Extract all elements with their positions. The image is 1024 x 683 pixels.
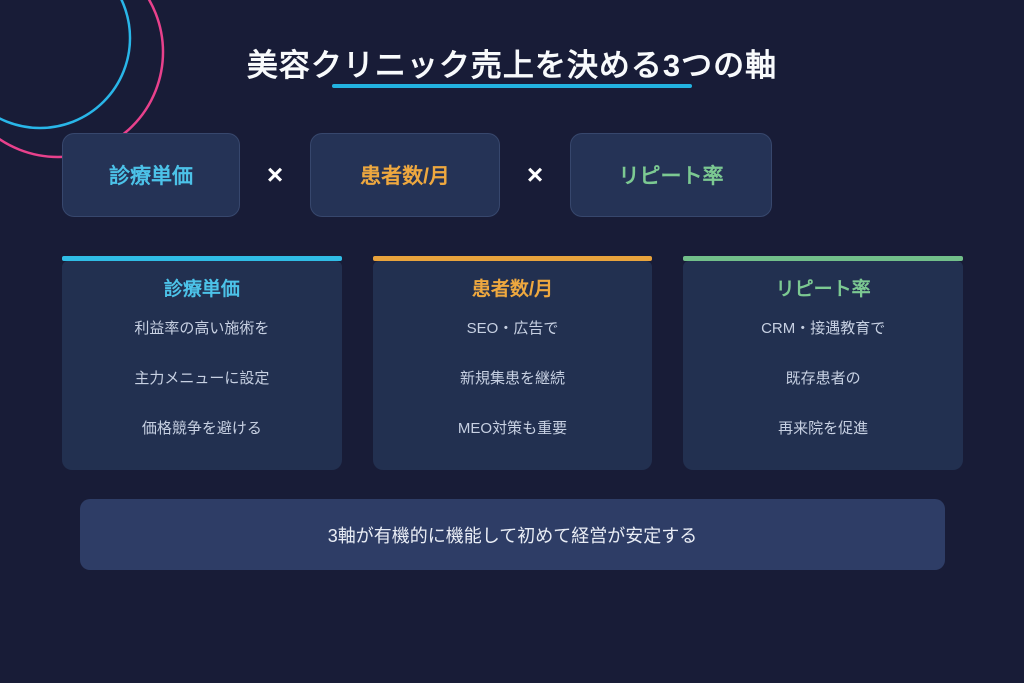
card-patients-line-2: 新規集患を継続 [460,370,566,387]
card-price-line-1: 利益率の高い施術を [134,320,270,337]
card-patients-line-1: SEO・広告で [466,320,559,337]
card-patients: 患者数/月 SEO・広告で 新規集患を継続 MEO対策も重要 [372,256,653,470]
card-repeat-accent-bar [683,256,964,261]
card-repeat: リピート率 CRM・接遇教育で 既存患者の 再来院を促進 [683,256,964,470]
card-repeat-line-3: 再来院を促進 [778,420,869,437]
card-price-title: 診療単価 [163,279,240,300]
multiply-operator-1: × [266,159,284,190]
card-patients-title: 患者数/月 [471,279,554,300]
card-price-accent-bar [62,256,342,261]
card-price: 診療単価 利益率の高い施術を 主力メニューに設定 価格競争を避ける [62,256,342,470]
card-patients-accent-bar [372,256,653,261]
card-patients-body: 患者数/月 SEO・広告で 新規集患を継続 MEO対策も重要 [372,261,653,470]
card-price-line-3: 価格競争を避ける [141,420,262,437]
card-patients-line-3: MEO対策も重要 [457,420,568,437]
page-title: 美容クリニック売上を決める3つの軸 [246,48,778,83]
multiply-operator-2: × [526,159,544,190]
title-underline [332,84,692,88]
formula-box-repeat: リピート率 [570,133,772,217]
card-repeat-body: リピート率 CRM・接遇教育で 既存患者の 再来院を促進 [683,261,964,470]
detail-cards-row: 診療単価 利益率の高い施術を 主力メニューに設定 価格競争を避ける 患者数/月 … [62,256,964,470]
card-price-body: 診療単価 利益率の高い施術を 主力メニューに設定 価格競争を避ける [62,261,342,470]
card-repeat-title: リピート率 [775,279,871,300]
card-repeat-line-1: CRM・接遇教育で [761,320,886,337]
conclusion-banner: 3軸が有機的に機能して初めて経営が安定する [80,499,945,570]
card-repeat-line-2: 既存患者の [785,370,861,387]
card-price-line-2: 主力メニューに設定 [134,370,270,387]
formula-row: 診療単価 × 患者数/月 × リピート率 [62,133,772,217]
formula-box-patients: 患者数/月 [310,133,500,217]
formula-box-price: 診療単価 [62,133,240,217]
